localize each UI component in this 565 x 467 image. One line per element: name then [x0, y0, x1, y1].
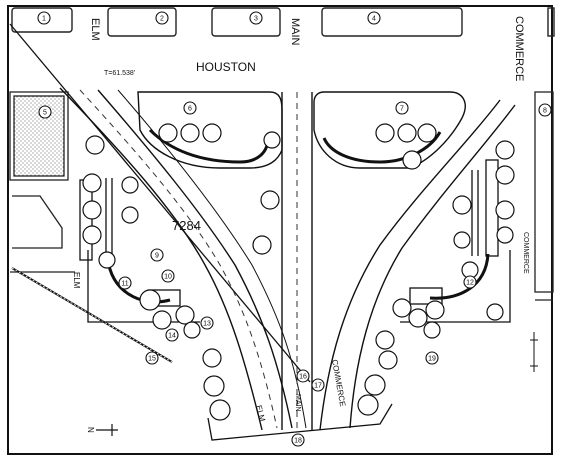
west-plaza: [137, 91, 283, 169]
street-label-commerce-inner: COMMERCE: [522, 232, 529, 274]
map-frame: [7, 5, 553, 455]
east-pergola: [400, 159, 511, 323]
svg-text:7: 7: [400, 106, 404, 113]
svg-text:3: 3: [254, 16, 258, 23]
svg-text:19: 19: [428, 356, 436, 363]
north-arrow-icon: [96, 424, 118, 436]
svg-text:6: 6: [188, 106, 192, 113]
svg-text:17: 17: [314, 383, 322, 390]
measurement-label: T=61.538': [104, 70, 135, 77]
svg-text:12: 12: [466, 280, 474, 287]
street-label-main-road: MAIN: [294, 394, 301, 412]
north-arrow-label: N: [86, 427, 95, 433]
svg-text:16: 16: [299, 374, 307, 381]
svg-text:11: 11: [121, 281, 128, 288]
parcel-labels: 1 2 3 4 5 6 7 8 9 10 11 12 13 14 15 16 1…: [42, 16, 547, 445]
svg-text:14: 14: [168, 333, 176, 340]
svg-text:13: 13: [203, 321, 211, 328]
svg-text:10: 10: [164, 274, 172, 281]
svg-text:9: 9: [155, 253, 159, 260]
railroad-line: [11, 267, 173, 363]
north-blocks: [11, 7, 555, 37]
sight-line: [9, 23, 311, 383]
svg-text:2: 2: [160, 16, 164, 23]
east-plaza: [313, 91, 466, 169]
street-label-elm-road: ELM: [254, 404, 267, 423]
svg-text:1: 1: [42, 16, 46, 23]
sheet-number-label: 7284: [172, 218, 201, 233]
svg-text:15: 15: [148, 356, 156, 363]
south-crossing: [207, 403, 393, 441]
svg-text:4: 4: [372, 16, 376, 23]
street-label-houston: HOUSTON: [196, 60, 256, 74]
street-label-commerce-right: COMMERCE: [513, 16, 525, 81]
commerce-road: [319, 99, 516, 431]
svg-text:8: 8: [543, 108, 547, 115]
street-label-elm-top: ELM: [89, 18, 101, 41]
elm-road: [59, 87, 307, 431]
svg-text:18: 18: [294, 438, 302, 445]
street-label-commerce-road: COMMERCE: [330, 359, 347, 407]
svg-text:5: 5: [43, 110, 47, 117]
street-label-elm-left: ELM: [72, 272, 81, 289]
east-block: [534, 91, 554, 301]
trees: [82, 123, 515, 421]
elm-road-dashes: [79, 89, 278, 429]
scale-bar-icon: [530, 332, 538, 372]
street-label-main-top: MAIN: [289, 18, 301, 46]
west-block: [9, 91, 75, 273]
parcel-markers: [37, 11, 552, 447]
